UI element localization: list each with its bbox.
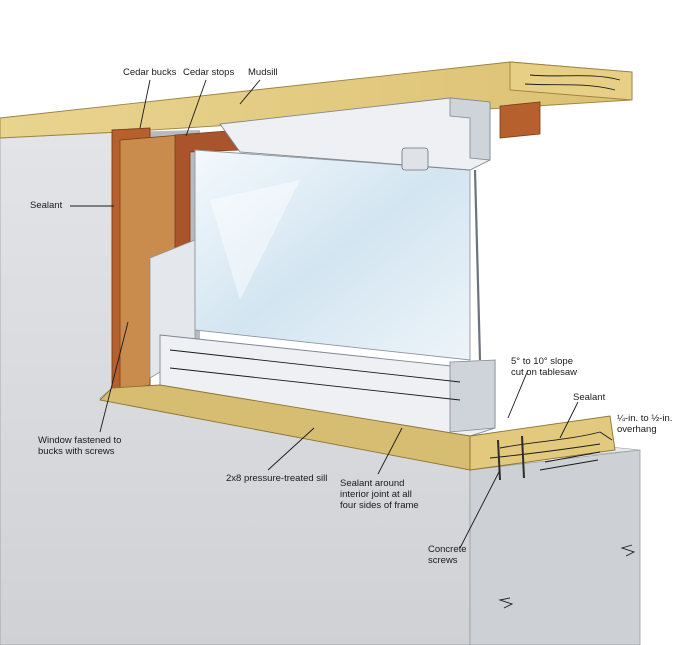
- leader-cedar-stops: [185, 79, 207, 137]
- leader-window-fastened: [99, 321, 129, 433]
- break-mark: [620, 544, 636, 557]
- label-mudsill: Mudsill: [248, 67, 278, 78]
- label-cedar-bucks: Cedar bucks: [123, 67, 177, 78]
- label-slope: 5° to 10° slope cut on tablesaw: [511, 356, 578, 378]
- leader-concrete-screws: [459, 469, 501, 549]
- window-glass: [194, 149, 471, 361]
- label-concrete-screws: Concrete screws: [428, 544, 467, 566]
- glass-reflection: [210, 180, 300, 300]
- mudsill-end: [509, 61, 633, 101]
- label-sealant-right: Sealant: [573, 392, 606, 403]
- sill-grain: [489, 431, 601, 459]
- leader-sealant-right: [559, 401, 579, 439]
- window-latch: [401, 147, 429, 171]
- concrete-screw: [497, 439, 501, 481]
- break-mark: [498, 597, 514, 609]
- label-window-fastened: Window fastened to bucks with screws: [38, 435, 122, 457]
- leader-overhang: [599, 431, 613, 441]
- window-rod: [473, 169, 482, 361]
- frame-groove: [169, 349, 461, 401]
- leader-cedar-bucks: [139, 79, 151, 129]
- leader-pressure-sill: [267, 427, 315, 471]
- label-pressure-sill: 2x8 pressure-treated sill: [226, 473, 328, 484]
- leader-sealant-joint: [377, 427, 403, 475]
- leader-slope: [507, 369, 529, 419]
- concrete-screw: [521, 435, 525, 479]
- concrete-wall-right: [469, 449, 641, 645]
- label-sealant-left: Sealant: [30, 200, 63, 211]
- wood-grain: [524, 74, 621, 91]
- cedar-buck-right: [499, 101, 541, 139]
- leader-mudsill: [239, 79, 261, 105]
- sealant-bead: [539, 451, 601, 471]
- label-cedar-stops: Cedar stops: [183, 67, 235, 78]
- window-bottom-profile: [449, 359, 496, 433]
- label-sealant-joint: Sealant around interior joint at all fou…: [340, 478, 419, 511]
- window-head-profile: [449, 97, 491, 161]
- label-overhang: ¼-in. to ½-in. overhang: [617, 413, 673, 435]
